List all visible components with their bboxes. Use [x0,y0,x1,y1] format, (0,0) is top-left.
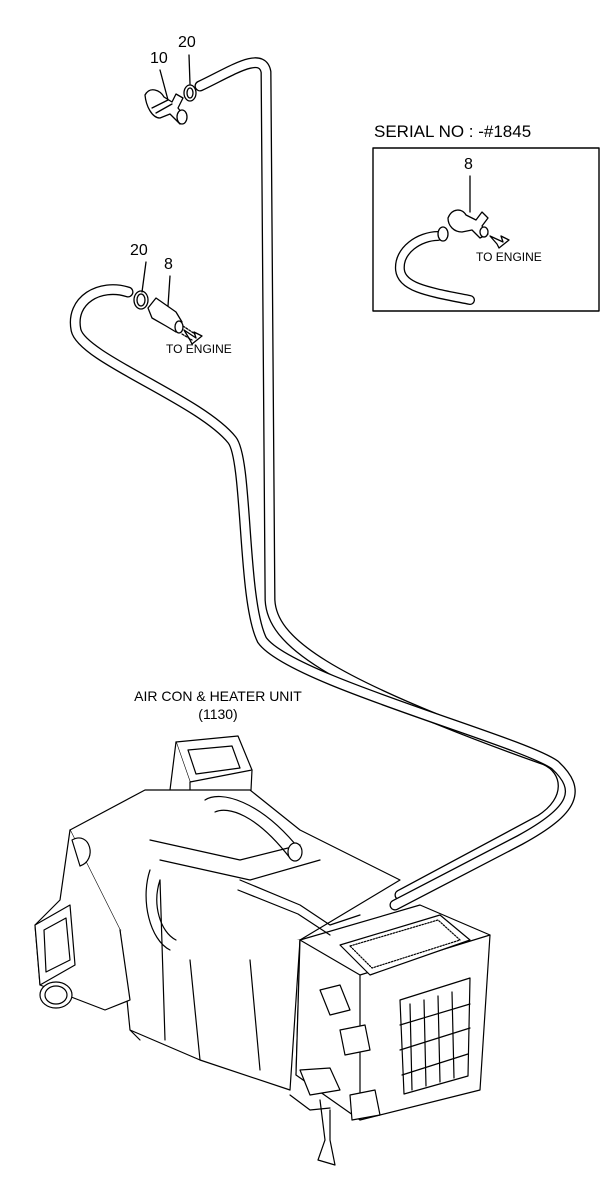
drain-valve-icon [144,89,188,125]
leader-line-10 [159,69,169,101]
hose-clamp-icon [133,290,149,310]
part-number-8-mid: 8 [164,256,173,273]
leader-line-8-mid [167,275,171,307]
serial-inset-box [372,147,600,312]
part-number-20-top: 20 [178,34,196,51]
unit-name-label: AIR CON & HEATER UNIT [134,688,302,704]
arrow-icon [489,235,510,249]
leader-line-20-top [188,54,191,85]
air-con-heater-unit [34,735,491,1166]
heater-hose-upper [194,57,569,901]
part-number-8-inset: 8 [464,156,473,173]
hose-clamp-icon [437,226,449,242]
to-engine-label-mid: TO ENGINE [166,342,232,356]
part-number-20-mid: 20 [130,242,148,259]
to-engine-label-inset: TO ENGINE [476,250,542,264]
drain-valve-icon [447,209,489,239]
hose-clamp-icon [183,84,197,102]
part-number-10: 10 [150,50,168,67]
serial-number-label: SERIAL NO : -#1845 [374,122,532,141]
leader-line-20-mid [141,261,147,293]
inset-hose [394,231,475,305]
unit-number-label: (1130) [198,706,238,722]
heater-hose-lower [69,284,576,911]
hose-fitting-icon [147,297,184,334]
arrow-icon [181,325,203,345]
